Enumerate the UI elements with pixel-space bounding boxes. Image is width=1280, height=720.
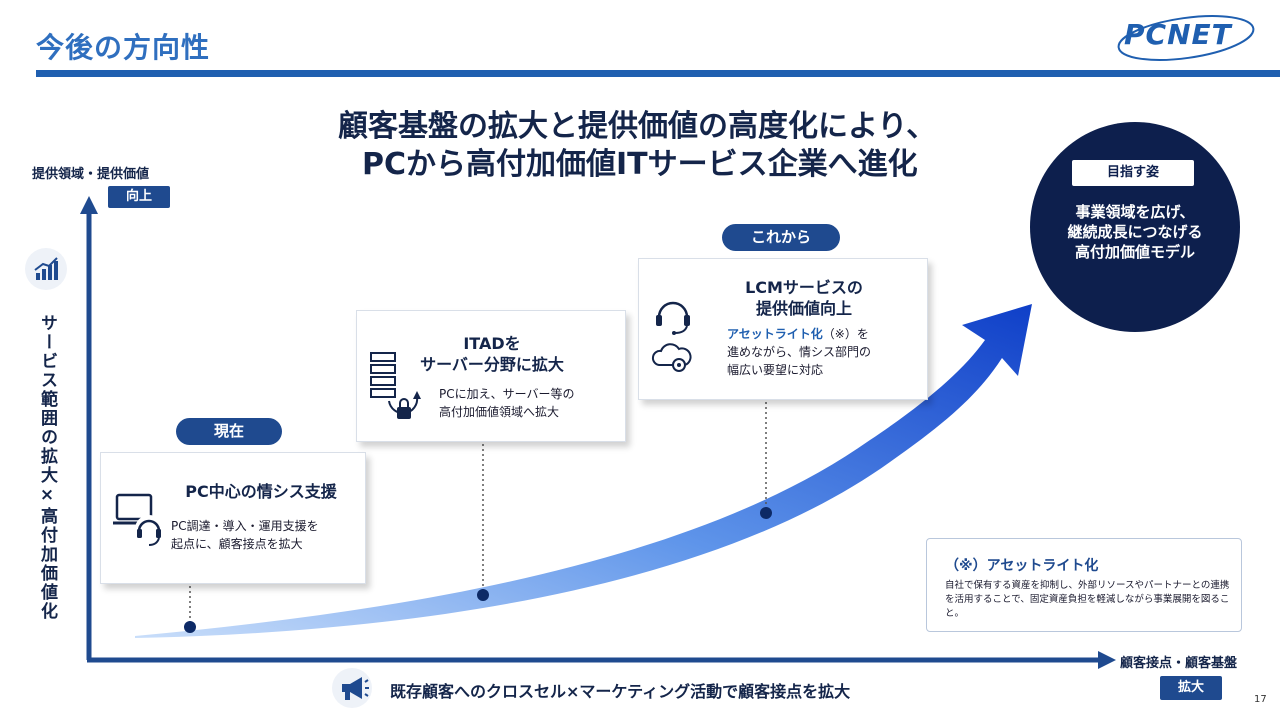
milestone-dot-1: [184, 621, 196, 633]
footnote-title: （※）アセットライト化: [945, 558, 1099, 574]
card3-body: アセットライト化（※）を 進めながら、情シス部門の 幅広い要望に対応: [727, 325, 927, 379]
x-axis-pill: 拡大: [1160, 676, 1222, 700]
card2-body: PCに加え、サーバー等の 高付加価値領域へ拡大: [439, 385, 619, 421]
title-underline: [36, 70, 1280, 77]
bottom-caption: 既存顧客へのクロスセル×マーケティング活動で顧客接点を拡大: [390, 682, 851, 701]
stage-tag-future: これから: [722, 224, 840, 251]
logo-text: PCNET: [1124, 18, 1232, 51]
page-number: 17: [1254, 694, 1267, 705]
y-axis-label: 提供領域・提供価値: [32, 167, 150, 182]
card3-body-line3: 幅広い要望に対応: [727, 363, 824, 377]
goal-tag: 目指す姿: [1072, 160, 1194, 186]
card2-title: ITADを サーバー分野に拡大: [377, 333, 607, 375]
cloud-gear-icon: [651, 343, 692, 372]
card2-title-line1: ITADを: [463, 334, 521, 353]
goal-text: 事業領域を広げ、 継続成長につなげる 高付加価値モデル: [1040, 202, 1230, 262]
stage-tag-now: 現在: [176, 418, 282, 445]
x-axis-arrowhead: [1098, 651, 1116, 669]
card3-title: LCMサービスの 提供価値向上: [699, 277, 909, 319]
goal-line2: 継続成長につなげる: [1067, 223, 1203, 241]
card1-body: PC調達・導入・運用支援を 起点に、顧客接点を拡大: [171, 517, 361, 553]
y-axis-pill: 向上: [108, 186, 170, 208]
stage-card-2: ITADを サーバー分野に拡大 PCに加え、サーバー等の 高付加価値領域へ拡大: [356, 310, 626, 442]
card1-body-line2: 起点に、顧客接点を拡大: [171, 537, 303, 551]
card3-body-line1: アセットライト化（※）を: [727, 325, 927, 343]
footnote-box: （※）アセットライト化 自社で保有する資産を抑制し、外部リソースやパートナーとの…: [926, 538, 1242, 632]
y-axis-vertical-caption: サービス範囲の拡大×高付加価値化: [37, 314, 57, 621]
card1-title: PC中心の情シス支援: [185, 482, 337, 501]
card2-title-line2: サーバー分野に拡大: [420, 355, 564, 374]
headline: 顧客基盤の拡大と提供価値の高度化により、 PCから高付加価値ITサービス企業へ進…: [300, 108, 1000, 184]
card3-title-line2: 提供価値向上: [755, 299, 852, 318]
x-axis-label: 顧客接点・顧客基盤: [1120, 656, 1238, 671]
milestone-dot-2: [477, 589, 489, 601]
card3-body-line1-rest: （※）を: [822, 327, 869, 341]
goal-line1: 事業領域を広げ、: [1075, 203, 1195, 221]
server-lock-icon: [370, 352, 421, 419]
goal-circle: [1030, 122, 1240, 332]
card2-body-line1: PCに加え、サーバー等の: [439, 387, 575, 401]
card1-body-line1: PC調達・導入・運用支援を: [171, 519, 319, 533]
megaphone-icon: [332, 668, 372, 708]
card3-title-line1: LCMサービスの: [745, 278, 863, 297]
stage-card-3: LCMサービスの 提供価値向上 アセットライト化（※）を 進めながら、情シス部門…: [638, 258, 928, 400]
growth-arrow: [135, 304, 1032, 638]
card3-highlight: アセットライト化: [727, 327, 823, 341]
headline-line2: PCから高付加価値ITサービス企業へ進化: [362, 147, 918, 182]
card2-body-line2: 高付加価値領域へ拡大: [439, 405, 560, 419]
headline-line1: 顧客基盤の拡大と提供価値の高度化により、: [338, 109, 937, 144]
headset-icon: [656, 301, 690, 335]
card3-body-line2: 進めながら、情シス部門の: [727, 345, 872, 359]
y-axis-arrowhead: [80, 196, 98, 214]
chart-icon: [25, 248, 67, 290]
logo-swoosh: [1117, 15, 1255, 61]
footnote-body: 自社で保有する資産を抑制し、外部リソースやパートナーとの連携を活用することで、固…: [945, 580, 1230, 619]
laptop-headset-icon: [113, 493, 163, 546]
stage-card-1: PC中心の情シス支援 PC調達・導入・運用支援を 起点に、顧客接点を拡大: [100, 452, 366, 584]
page-title: 今後の方向性: [36, 31, 211, 64]
company-logo: PCNET: [1112, 8, 1262, 66]
goal-line3: 高付加価値モデル: [1074, 243, 1195, 261]
milestone-dot-3: [760, 507, 772, 519]
